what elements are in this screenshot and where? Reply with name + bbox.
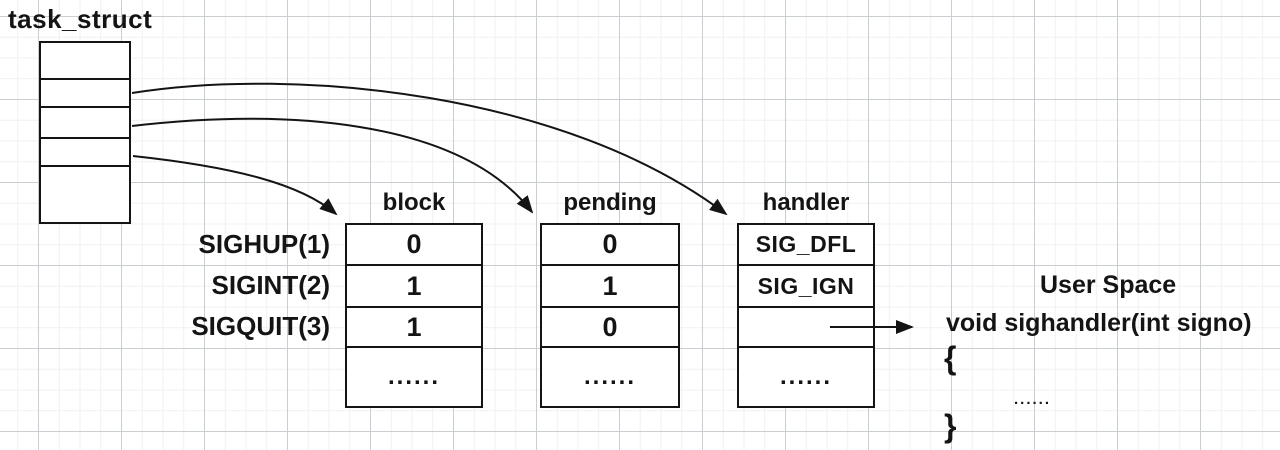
pending-table: 0 1 0 ...... xyxy=(540,223,680,408)
close-brace: } xyxy=(944,408,957,444)
task-struct-cell xyxy=(41,43,129,80)
block-cell-sighup: 0 xyxy=(347,225,481,266)
pending-table-header: pending xyxy=(563,189,657,216)
user-space-label: User Space xyxy=(1040,271,1177,299)
handler-cell-sigquit xyxy=(739,308,873,348)
block-cell-ellipsis: ...... xyxy=(387,363,440,390)
handler-cell-sigint: SIG_IGN xyxy=(739,266,873,308)
task-struct-cell xyxy=(41,80,129,108)
task-struct-title: task_struct xyxy=(8,4,153,34)
sighandler-declaration: void sighandler(int signo) xyxy=(946,309,1252,337)
task-struct-cell xyxy=(41,167,129,214)
pending-cell-sigquit: 0 xyxy=(542,308,678,348)
pending-cell-ellipsis: ...... xyxy=(583,363,636,390)
block-table-header: block xyxy=(382,189,446,216)
task-struct-box xyxy=(39,41,131,224)
signal-label-sigint: SIGINT(2) xyxy=(211,269,330,300)
arrow-taskstruct-to-block xyxy=(132,155,338,216)
block-cell-sigquit: 1 xyxy=(347,308,481,348)
pending-cell-sighup: 0 xyxy=(542,225,678,266)
signal-label-sighup: SIGHUP(1) xyxy=(198,228,330,259)
handler-table: SIG_DFL SIG_IGN ...... xyxy=(737,223,875,408)
task-struct-cell xyxy=(41,139,129,167)
handler-table-header: handler xyxy=(762,189,850,216)
open-brace: { xyxy=(944,340,957,376)
task-struct-cell xyxy=(41,108,129,139)
block-table: 0 1 1 ...... xyxy=(345,223,483,408)
handler-cell-sighup: SIG_DFL xyxy=(739,225,873,266)
pending-cell-sigint: 1 xyxy=(542,266,678,308)
function-body-ellipsis: ...... xyxy=(1014,391,1052,408)
signal-label-sigquit: SIGQUIT(3) xyxy=(191,310,330,341)
handler-cell-ellipsis: ...... xyxy=(779,363,832,390)
block-cell-sigint: 1 xyxy=(347,266,481,308)
